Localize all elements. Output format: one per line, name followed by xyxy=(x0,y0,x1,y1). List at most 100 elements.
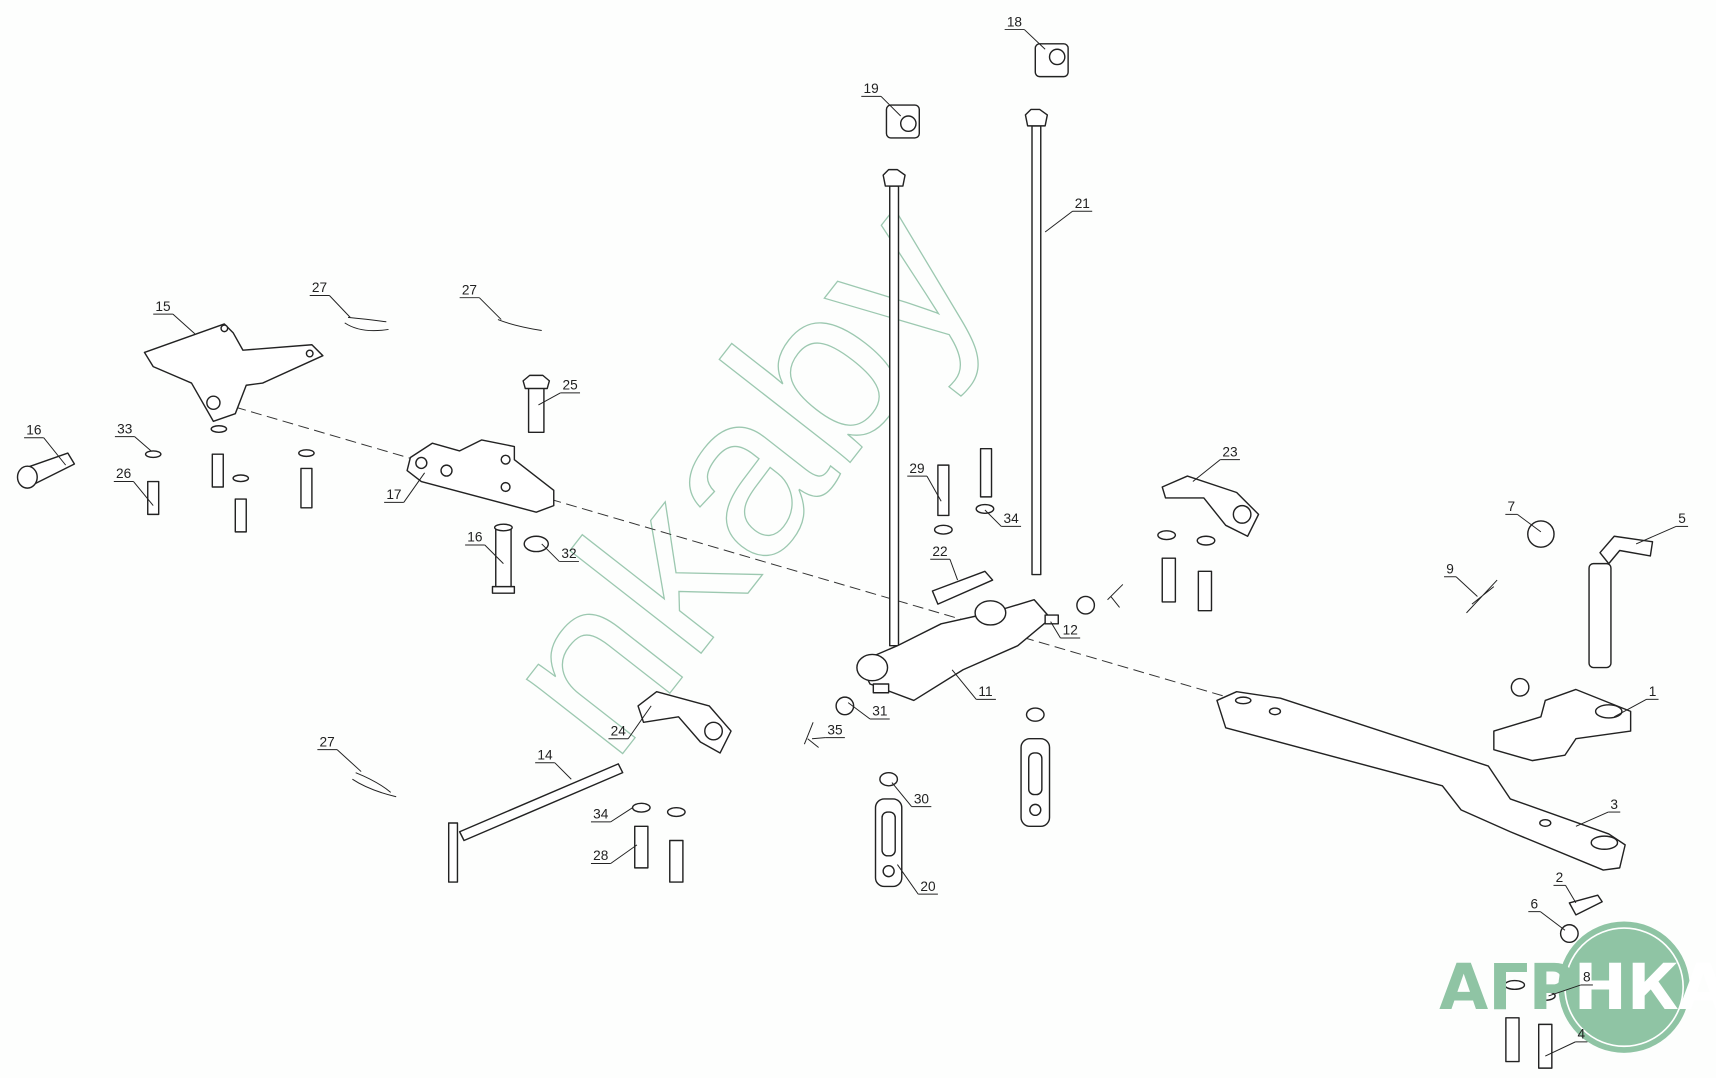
callout-leader xyxy=(554,762,572,780)
callout-label: 29 xyxy=(909,461,924,476)
callout-1: 1 xyxy=(1613,684,1659,718)
callout-label: 35 xyxy=(827,722,843,737)
callout-leader xyxy=(329,295,351,318)
assembly-axis xyxy=(235,406,1232,699)
callout-label: 7 xyxy=(1508,499,1516,514)
callout-label: 19 xyxy=(863,81,878,96)
callout-label: 34 xyxy=(593,807,609,822)
callout-leader xyxy=(1044,210,1073,233)
callout-leader xyxy=(1575,811,1609,827)
callout-18: 18 xyxy=(1004,14,1046,50)
callout-11: 11 xyxy=(951,669,996,700)
callout-leader xyxy=(1050,621,1061,639)
callout-label: 23 xyxy=(1222,444,1237,459)
callout-leader xyxy=(926,475,942,502)
callout-leader xyxy=(1455,576,1478,597)
logo-text-right: НКА xyxy=(1574,950,1716,1024)
callout-label: 16 xyxy=(467,530,482,545)
callout-leader xyxy=(1024,29,1046,50)
callout-label: 17 xyxy=(386,487,401,502)
part-20b xyxy=(1020,738,1051,827)
callout-27: 27 xyxy=(309,280,351,318)
callout-leader xyxy=(949,559,959,581)
callout-6: 6 xyxy=(1528,896,1566,931)
callout-label: 27 xyxy=(462,282,477,297)
callout-30: 30 xyxy=(891,782,932,808)
callout-17: 17 xyxy=(384,472,426,503)
callout-leader xyxy=(133,481,154,506)
small-bolts xyxy=(147,374,1553,1069)
callout-label: 1 xyxy=(1649,684,1657,699)
callout-leader xyxy=(610,807,633,823)
callout-label: 12 xyxy=(1063,623,1078,638)
callout-leader xyxy=(484,544,504,564)
part-20 xyxy=(874,798,903,888)
callout-label: 14 xyxy=(537,748,553,763)
callout-leader xyxy=(172,313,196,335)
callout-32: 32 xyxy=(541,543,579,562)
callout-22: 22 xyxy=(930,544,959,581)
callout-leader xyxy=(1635,525,1677,545)
callout-label: 34 xyxy=(1004,511,1020,526)
callout-leader xyxy=(951,669,977,700)
callout-24: 24 xyxy=(608,705,652,740)
part-16-mid xyxy=(491,523,516,594)
callout-leader xyxy=(1545,1041,1576,1057)
part-3 xyxy=(1216,690,1626,871)
agro-logo: АГРО НКА xyxy=(1439,921,1716,1053)
part-19 xyxy=(885,104,920,139)
part-18 xyxy=(1034,43,1069,78)
callout-leader xyxy=(891,782,913,807)
callout-label: 32 xyxy=(561,546,576,561)
callout-leader xyxy=(43,437,67,466)
callout-leader xyxy=(134,436,152,452)
callout-leader xyxy=(880,95,902,117)
callout-label: 26 xyxy=(116,466,131,481)
callout-27: 27 xyxy=(317,734,362,772)
washers xyxy=(144,425,1579,1001)
callout-label: 27 xyxy=(320,734,335,749)
callout-leader xyxy=(896,864,919,895)
callout-19: 19 xyxy=(861,81,902,117)
callout-21: 21 xyxy=(1044,196,1093,233)
part-5 xyxy=(1588,535,1654,669)
callout-leader xyxy=(1517,513,1542,533)
callout-leader xyxy=(403,472,426,503)
callout-35: 35 xyxy=(811,722,845,740)
callout-29: 29 xyxy=(907,461,942,502)
callout-14: 14 xyxy=(535,748,572,780)
callout-leader xyxy=(1565,885,1577,904)
callout-34: 34 xyxy=(590,807,633,823)
callout-28: 28 xyxy=(590,844,638,864)
rod-right xyxy=(1024,108,1049,576)
callout-label: 6 xyxy=(1531,896,1539,911)
callout-leader xyxy=(336,749,362,772)
callout-27: 27 xyxy=(459,282,502,320)
callout-label: 24 xyxy=(611,723,627,738)
callout-leader xyxy=(627,705,652,740)
callout-leader xyxy=(1613,698,1647,718)
callout-label: 22 xyxy=(932,544,947,559)
callout-label: 28 xyxy=(593,848,608,863)
callout-16: 16 xyxy=(465,530,504,564)
part-15 xyxy=(143,323,324,423)
callout-label: 9 xyxy=(1446,561,1454,576)
callout-9: 9 xyxy=(1444,561,1478,597)
callout-7: 7 xyxy=(1505,499,1542,533)
callout-5: 5 xyxy=(1635,511,1689,545)
callout-leader xyxy=(478,297,502,320)
callout-leader xyxy=(847,702,871,720)
part-23 xyxy=(1161,475,1260,537)
callouts: 1234567891112141516161718192021222324252… xyxy=(24,14,1689,1057)
part-11 xyxy=(856,599,1059,702)
callout-leader xyxy=(538,392,561,406)
part-1 xyxy=(1493,688,1632,762)
callout-12: 12 xyxy=(1050,621,1081,639)
callout-leader xyxy=(1540,911,1566,931)
callout-label: 11 xyxy=(978,684,992,699)
callout-label: 31 xyxy=(872,704,887,719)
callout-34: 34 xyxy=(984,509,1022,527)
callout-25: 25 xyxy=(538,378,581,406)
callout-leader xyxy=(1548,984,1582,997)
